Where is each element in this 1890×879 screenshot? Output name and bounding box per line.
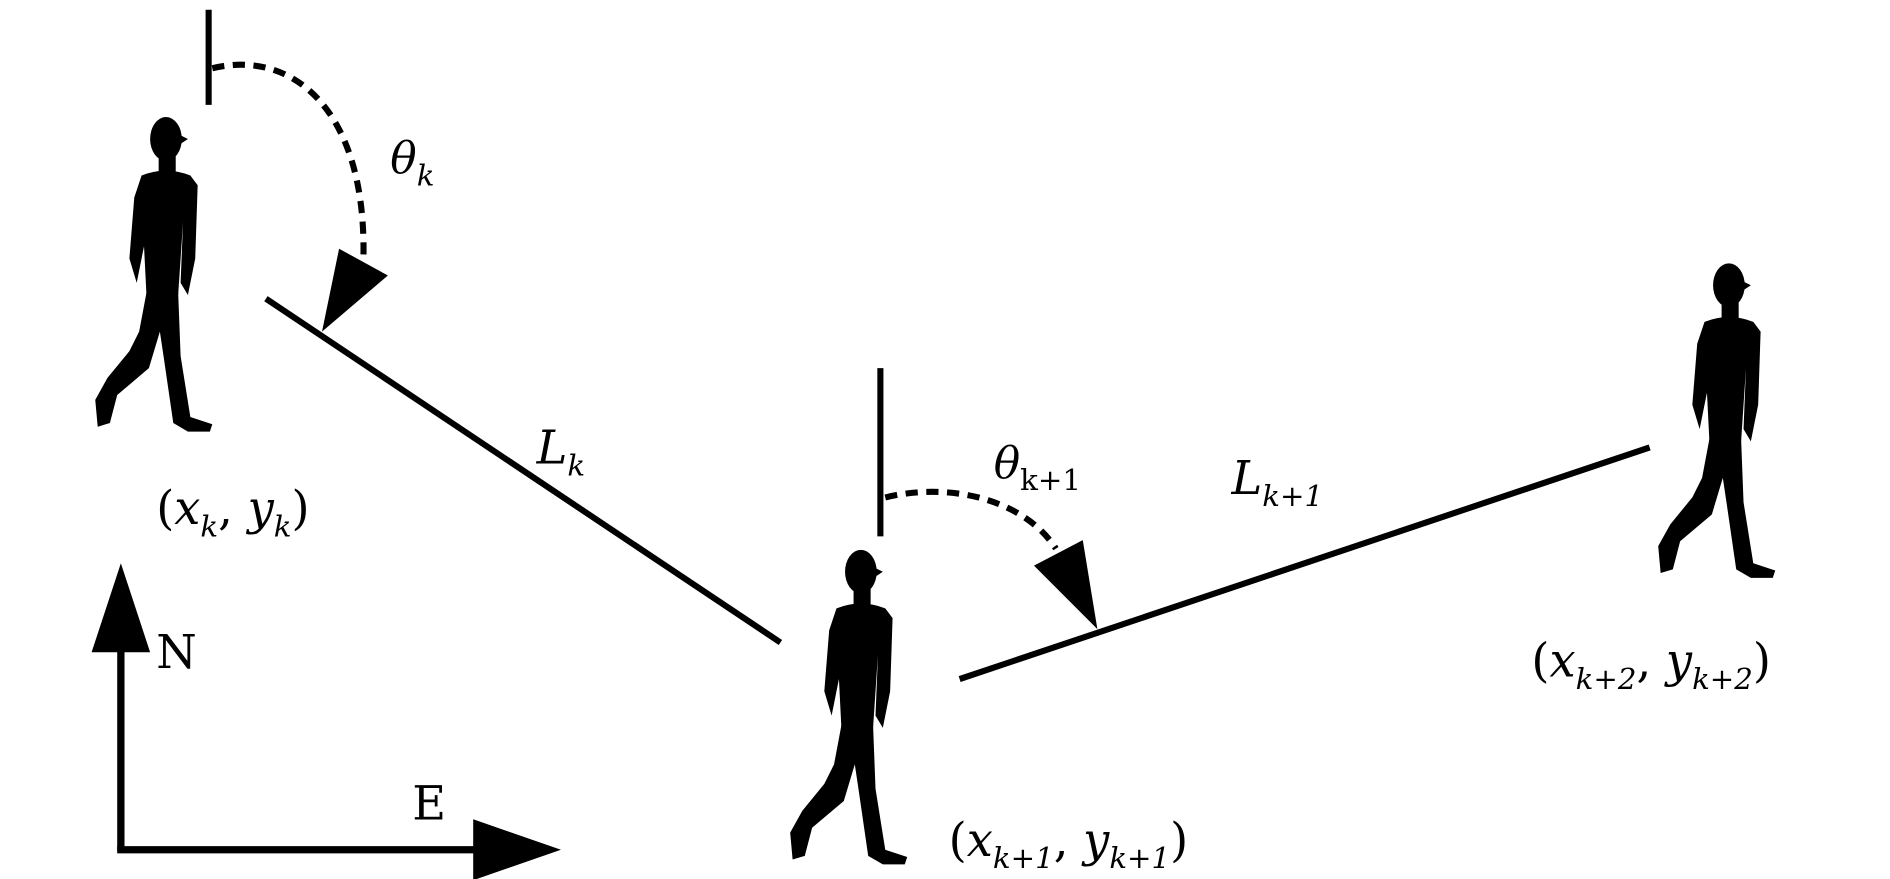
person-k2-silhouette xyxy=(1658,263,1776,578)
position-k-label: (xk, yk) xyxy=(156,481,309,543)
step-line-k1 xyxy=(958,444,1651,682)
person-k1-silhouette xyxy=(790,549,908,865)
east-label: E xyxy=(412,776,446,830)
heading-arc-k1 xyxy=(884,488,1059,551)
position-k1-label: (xk+1, yk+1) xyxy=(949,813,1189,875)
position-k2-label: (xk+2, yk+2) xyxy=(1531,634,1771,696)
heading-arrowhead-k1 xyxy=(1033,540,1098,630)
compass-axes: N E xyxy=(91,563,561,879)
east-arrowhead xyxy=(473,819,561,879)
north-arrowhead xyxy=(91,563,151,653)
theta-k1-label: θk+1 xyxy=(994,438,1081,497)
step-line-k xyxy=(264,296,783,646)
length-k1-label: Lk+1 xyxy=(1230,451,1323,513)
heading-arrowhead-k xyxy=(322,248,388,332)
length-k-label: Lk xyxy=(536,420,586,482)
person-k-silhouette xyxy=(95,117,213,432)
north-label: N xyxy=(156,625,197,679)
heading-arc-k xyxy=(211,61,367,257)
theta-k-label: θk xyxy=(390,133,434,192)
